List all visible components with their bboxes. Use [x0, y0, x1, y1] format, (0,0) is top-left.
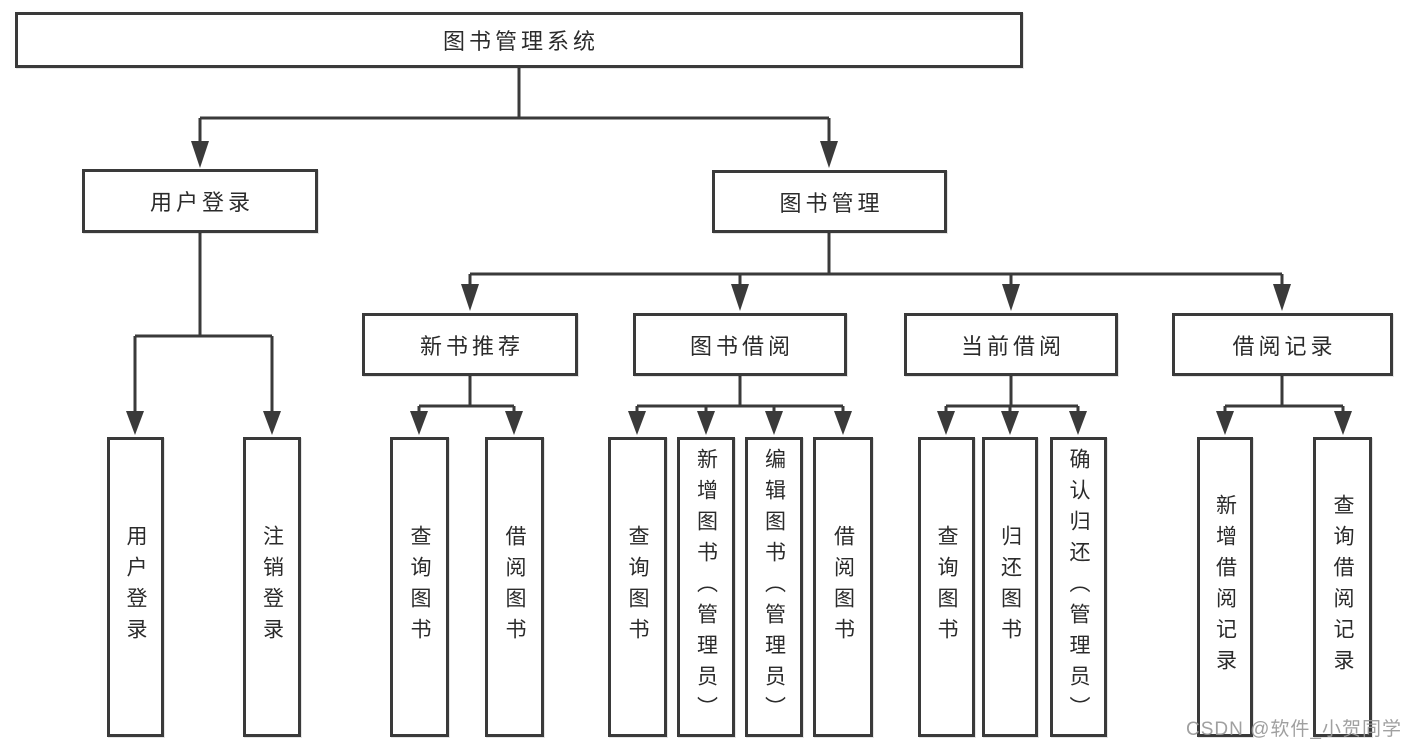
arrow-icon	[263, 411, 281, 435]
leaf-logout-label: 注销登录	[260, 525, 284, 649]
leaf-borrow-book-recommend-label: 借阅图书	[503, 525, 526, 649]
node-book-management-label: 图书管理	[779, 190, 884, 216]
arrow-icon	[1069, 411, 1087, 435]
arrow-icon	[731, 284, 749, 311]
leaf-edit-book-admin: 编辑图书（管理员）	[745, 437, 803, 737]
node-book-borrow: 图书借阅	[633, 313, 847, 376]
leaf-confirm-return-admin: 确认归还（管理员）	[1050, 437, 1107, 737]
leaf-logout: 注销登录	[243, 437, 301, 737]
arrow-icon	[410, 411, 428, 435]
node-current-borrow-label: 当前借阅	[960, 333, 1065, 359]
arrow-icon	[1273, 284, 1291, 311]
node-borrow-record: 借阅记录	[1172, 313, 1393, 376]
node-current-borrow: 当前借阅	[904, 313, 1118, 376]
leaf-add-borrow-record: 新增借阅记录	[1197, 437, 1253, 737]
leaf-query-book-borrow-label: 查询图书	[626, 525, 649, 649]
arrow-icon	[834, 411, 852, 435]
node-borrow-record-label: 借阅记录	[1232, 333, 1337, 359]
node-book-management: 图书管理	[712, 170, 947, 233]
leaf-borrow-book: 借阅图书	[813, 437, 873, 737]
leaf-add-borrow-record-label: 新增借阅记录	[1213, 494, 1237, 680]
arrow-icon	[765, 411, 783, 435]
node-new-book-recommend: 新书推荐	[362, 313, 578, 376]
arrow-icon	[461, 284, 479, 311]
arrow-icon	[697, 411, 715, 435]
leaf-query-borrow-record: 查询借阅记录	[1313, 437, 1372, 737]
leaf-edit-book-admin-label: 编辑图书（管理员）	[762, 447, 786, 727]
leaf-query-book-recommend-label: 查询图书	[408, 525, 431, 649]
arrow-icon	[628, 411, 646, 435]
arrow-icon	[937, 411, 955, 435]
node-new-book-recommend-label: 新书推荐	[419, 333, 524, 359]
node-user-login: 用户登录	[82, 169, 318, 233]
leaf-query-borrow-record-label: 查询借阅记录	[1331, 494, 1354, 680]
arrow-icon	[1001, 411, 1019, 435]
connector-lines	[133, 68, 1345, 415]
node-root: 图书管理系统	[15, 12, 1023, 68]
node-book-borrow-label: 图书借阅	[689, 333, 794, 359]
leaf-query-book-current-label: 查询图书	[935, 525, 958, 649]
arrow-icon	[820, 141, 838, 168]
leaf-borrow-book-label: 借阅图书	[831, 525, 855, 649]
leaf-add-book-admin: 新增图书（管理员）	[677, 437, 735, 737]
watermark: CSDN @软件_小贺同学	[1186, 719, 1402, 740]
arrow-icon	[126, 411, 144, 435]
node-user-login-label: 用户登录	[149, 190, 254, 215]
leaf-query-book-recommend: 查询图书	[390, 437, 449, 737]
arrow-icon	[1216, 411, 1234, 435]
leaf-query-book-borrow: 查询图书	[608, 437, 667, 737]
leaf-confirm-return-admin-label: 确认归还（管理员）	[1067, 447, 1090, 727]
leaf-user-login-label: 用户登录	[124, 525, 147, 649]
arrow-icon	[1334, 411, 1352, 435]
arrowheads	[126, 141, 1352, 435]
leaf-return-book: 归还图书	[982, 437, 1038, 737]
leaf-query-book-current: 查询图书	[918, 437, 975, 737]
arrow-icon	[505, 411, 523, 435]
leaf-borrow-book-recommend: 借阅图书	[485, 437, 544, 737]
arrow-icon	[1002, 284, 1020, 311]
leaf-return-book-label: 归还图书	[998, 525, 1022, 649]
leaf-add-book-admin-label: 新增图书（管理员）	[694, 447, 718, 727]
leaf-user-login: 用户登录	[107, 437, 164, 737]
arrow-icon	[191, 141, 209, 168]
node-root-label: 图书管理系统	[442, 29, 599, 54]
